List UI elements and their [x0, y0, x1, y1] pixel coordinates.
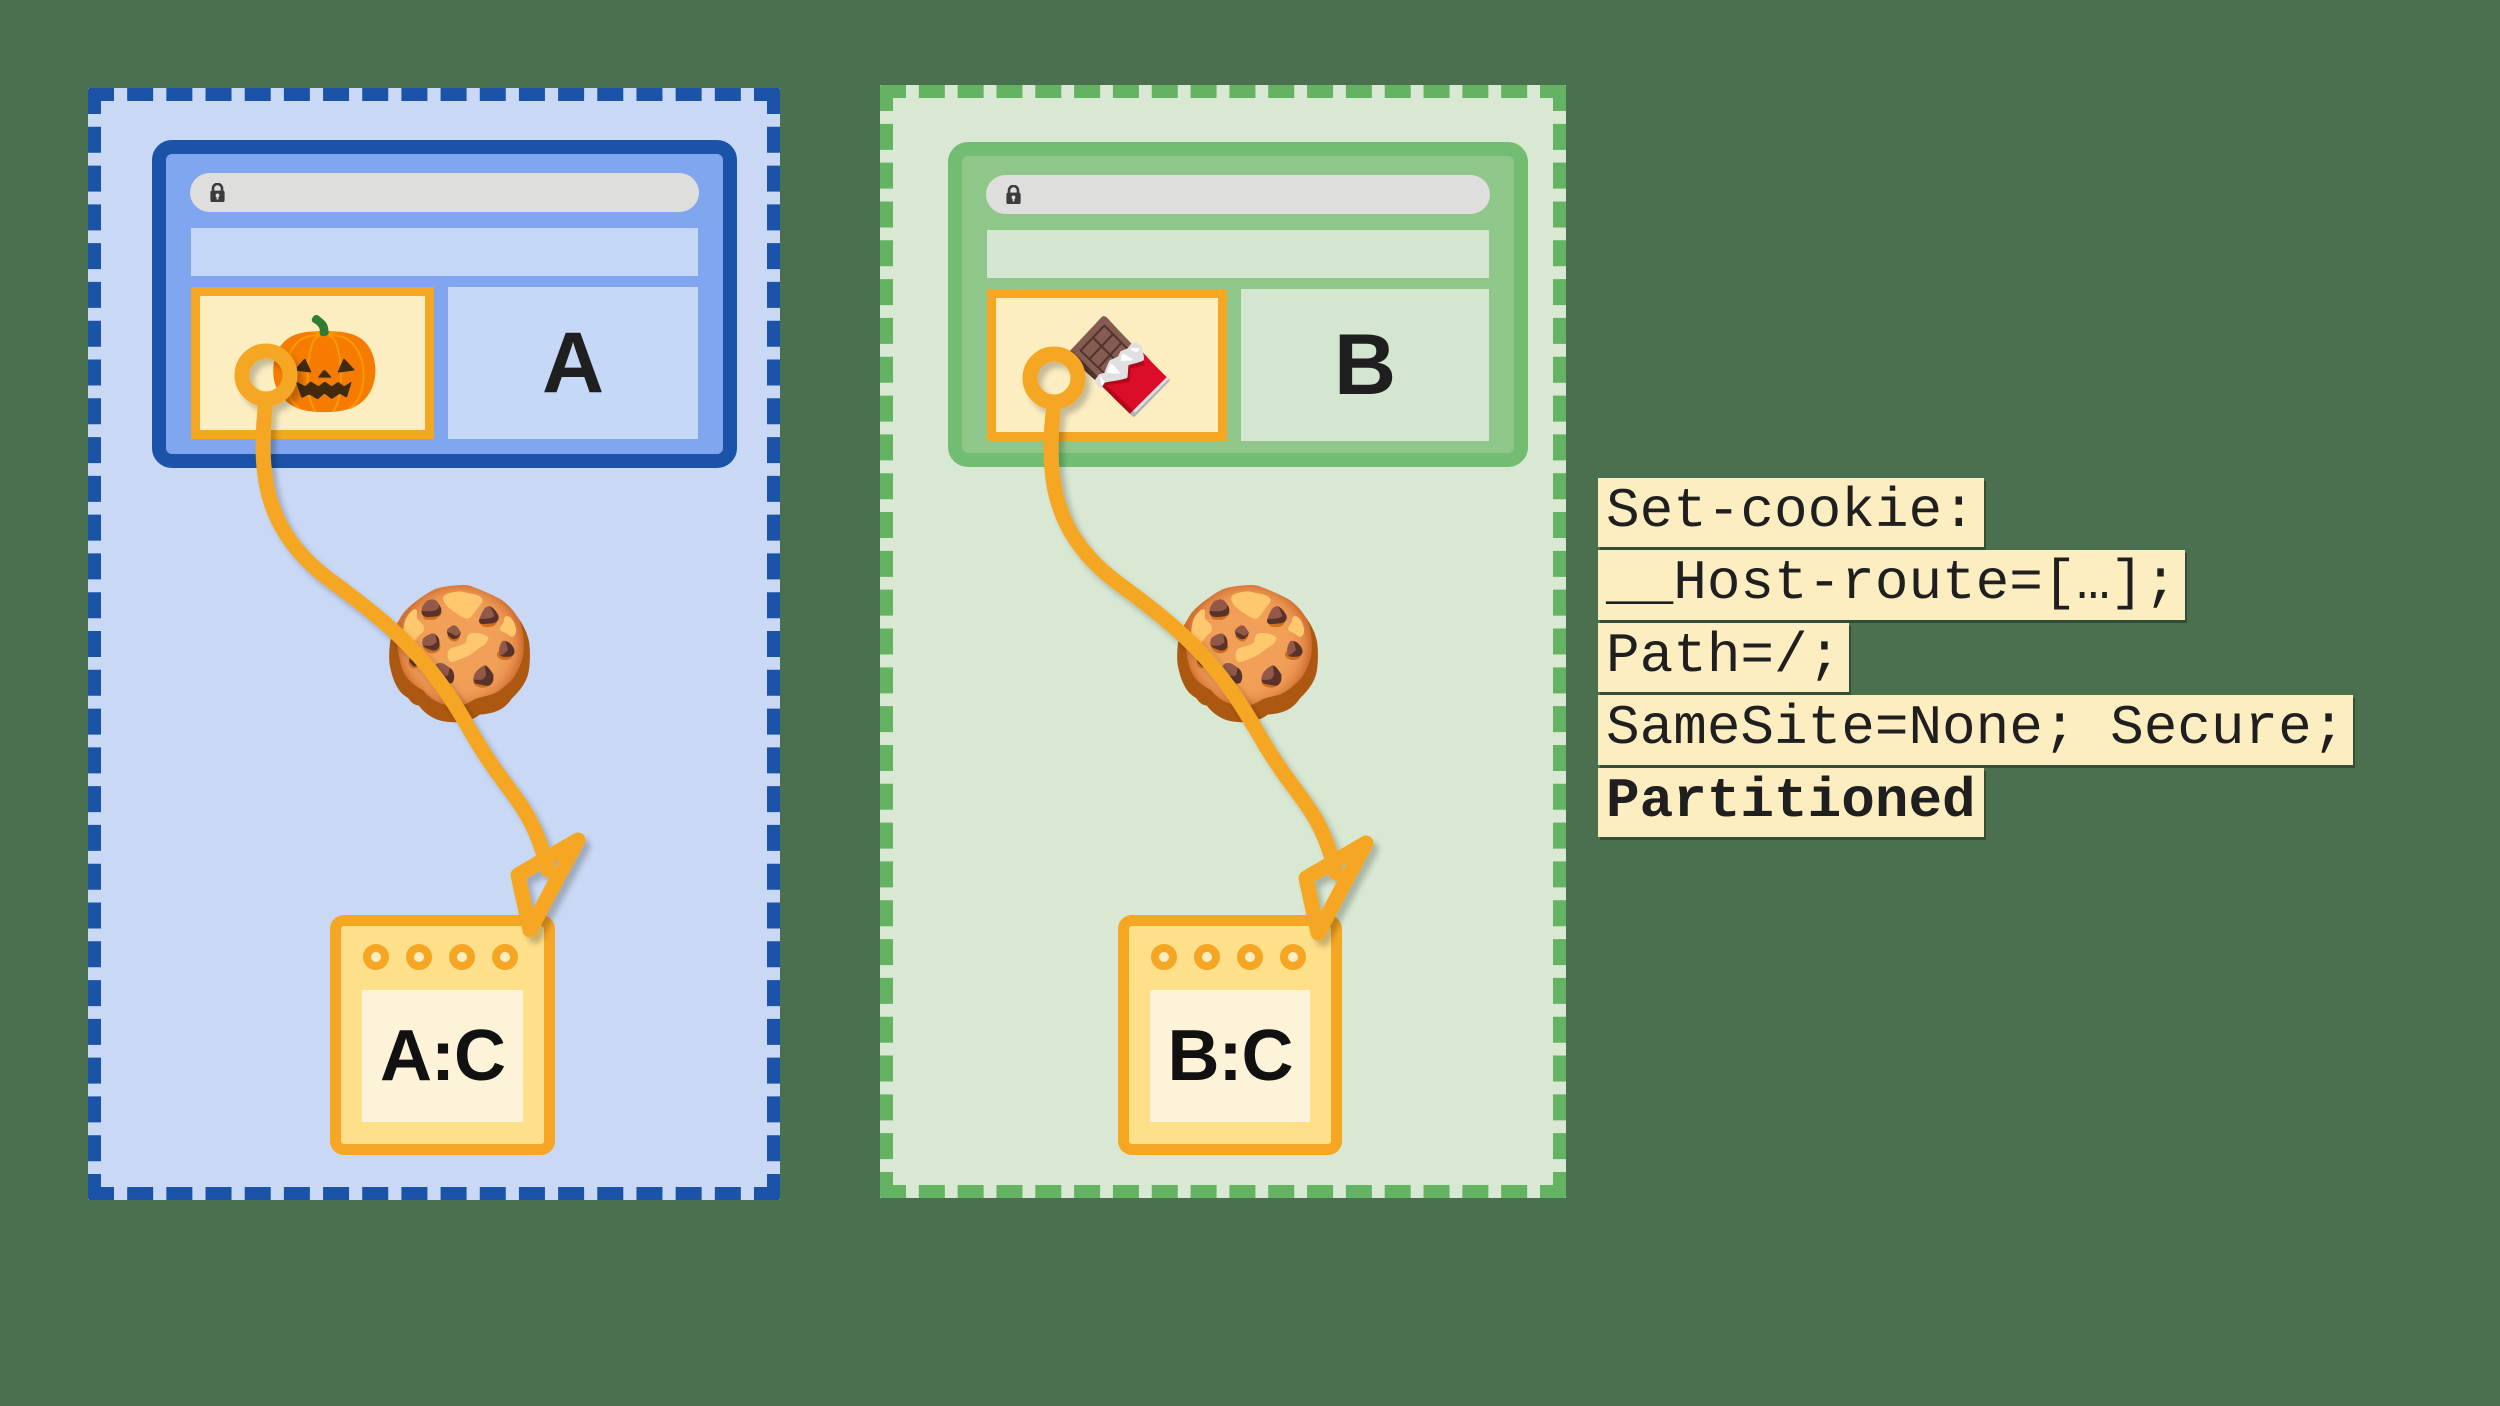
code-line: Path=/; — [1598, 622, 1850, 693]
code-line-partitioned: Partitioned — [1598, 767, 1984, 838]
storage-dots-a — [363, 944, 518, 970]
chocolate-bar-icon: 🍫 — [1061, 316, 1177, 418]
browser-toolbar-b — [987, 230, 1489, 278]
storage-dot-icon — [1194, 944, 1220, 970]
storage-dot-icon — [363, 944, 389, 970]
storage-dot-icon — [449, 944, 475, 970]
storage-label-a: A:C — [380, 1016, 506, 1096]
storage-dots-b — [1151, 944, 1306, 970]
page-letter-a: A — [541, 315, 605, 411]
browser-content-a: 🎃 A — [191, 287, 698, 439]
page-letter-b: B — [1333, 317, 1397, 413]
storage-box-a[interactable]: A:C — [330, 915, 555, 1155]
partition-b-dashed-border — [880, 85, 1566, 1198]
cookie-icon: 🍪 — [380, 582, 540, 725]
iframe-a[interactable]: 🎃 — [191, 287, 434, 439]
browser-window-b[interactable]: 🍫 B — [948, 142, 1528, 467]
storage-dot-icon — [492, 944, 518, 970]
page-panel-b: B — [1241, 289, 1489, 441]
partition-a-dashed-border — [88, 88, 780, 1200]
padlock-icon — [209, 182, 226, 203]
storage-dot-icon — [1151, 944, 1177, 970]
storage-dot-icon — [406, 944, 432, 970]
address-bar-b[interactable] — [986, 175, 1490, 214]
storage-panel-b: B:C — [1150, 990, 1310, 1122]
set-cookie-code-block: Set-cookie: __Host-route=[…]; Path=/; Sa… — [1598, 478, 2354, 840]
page-panel-a: A — [448, 287, 698, 439]
address-bar-a[interactable] — [190, 173, 699, 212]
browser-window-a[interactable]: 🎃 A — [152, 140, 737, 468]
storage-label-b: B:C — [1167, 1016, 1294, 1096]
code-line: Set-cookie: — [1598, 478, 1984, 548]
code-line: __Host-route=[…]; — [1598, 550, 2186, 620]
cookie-icon: 🍪 — [1168, 582, 1328, 725]
storage-panel-a: A:C — [362, 990, 523, 1122]
storage-dot-icon — [1237, 944, 1263, 970]
jack-o-lantern-icon: 🎃 — [267, 314, 382, 416]
storage-dot-icon — [1280, 944, 1306, 970]
code-line: SameSite=None; Secure; — [1598, 695, 2354, 765]
padlock-icon — [1005, 184, 1022, 205]
iframe-b[interactable]: 🍫 — [987, 289, 1227, 441]
browser-content-b: 🍫 B — [987, 289, 1489, 441]
browser-toolbar-a — [191, 228, 698, 276]
storage-box-b[interactable]: B:C — [1118, 915, 1342, 1155]
